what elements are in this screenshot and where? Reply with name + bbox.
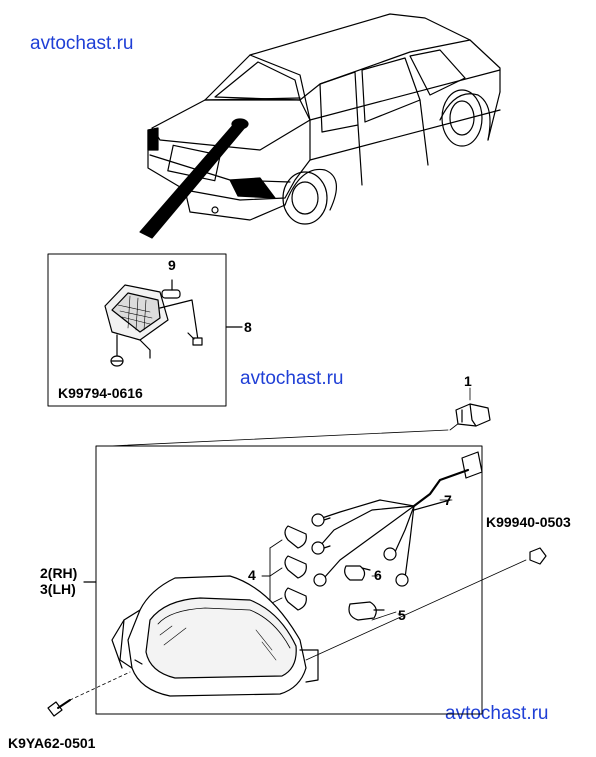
callout-1: 1 — [464, 373, 472, 389]
pointer-wedge — [139, 123, 247, 239]
part-number-grommet: K99794-0616 — [58, 385, 143, 401]
screw-part — [47, 671, 131, 717]
high-mount-stop-lamp — [104, 279, 203, 367]
callout-rh: 2(RH) — [40, 565, 77, 581]
main-box — [95, 445, 483, 715]
part-number-screw: K9YA62-0501 — [8, 735, 96, 751]
socket-part-1 — [455, 403, 491, 427]
rear-combination-lamp — [111, 575, 319, 697]
callout-6: 6 — [374, 567, 382, 583]
callout-9: 9 — [168, 257, 176, 273]
bulbs-part-6 — [344, 565, 371, 581]
bulb-part-5 — [348, 601, 397, 621]
wiring-harness — [311, 451, 483, 587]
callout-7: 7 — [444, 492, 452, 508]
watermark-middle: avtochast.ru — [240, 368, 344, 389]
inset-box — [47, 253, 227, 407]
clip-part — [305, 547, 547, 661]
car-illustration — [147, 13, 501, 225]
bulbs-part-4 — [261, 525, 307, 611]
part-number-clip: K99940-0503 — [486, 514, 571, 530]
callout-lh: 3(LH) — [40, 581, 76, 597]
callout-5: 5 — [398, 607, 406, 623]
watermark-bottom: avtochast.ru — [445, 703, 549, 724]
callout-4: 4 — [248, 567, 256, 583]
callout-8: 8 — [244, 319, 252, 335]
watermark-top: avtochast.ru — [30, 33, 134, 54]
